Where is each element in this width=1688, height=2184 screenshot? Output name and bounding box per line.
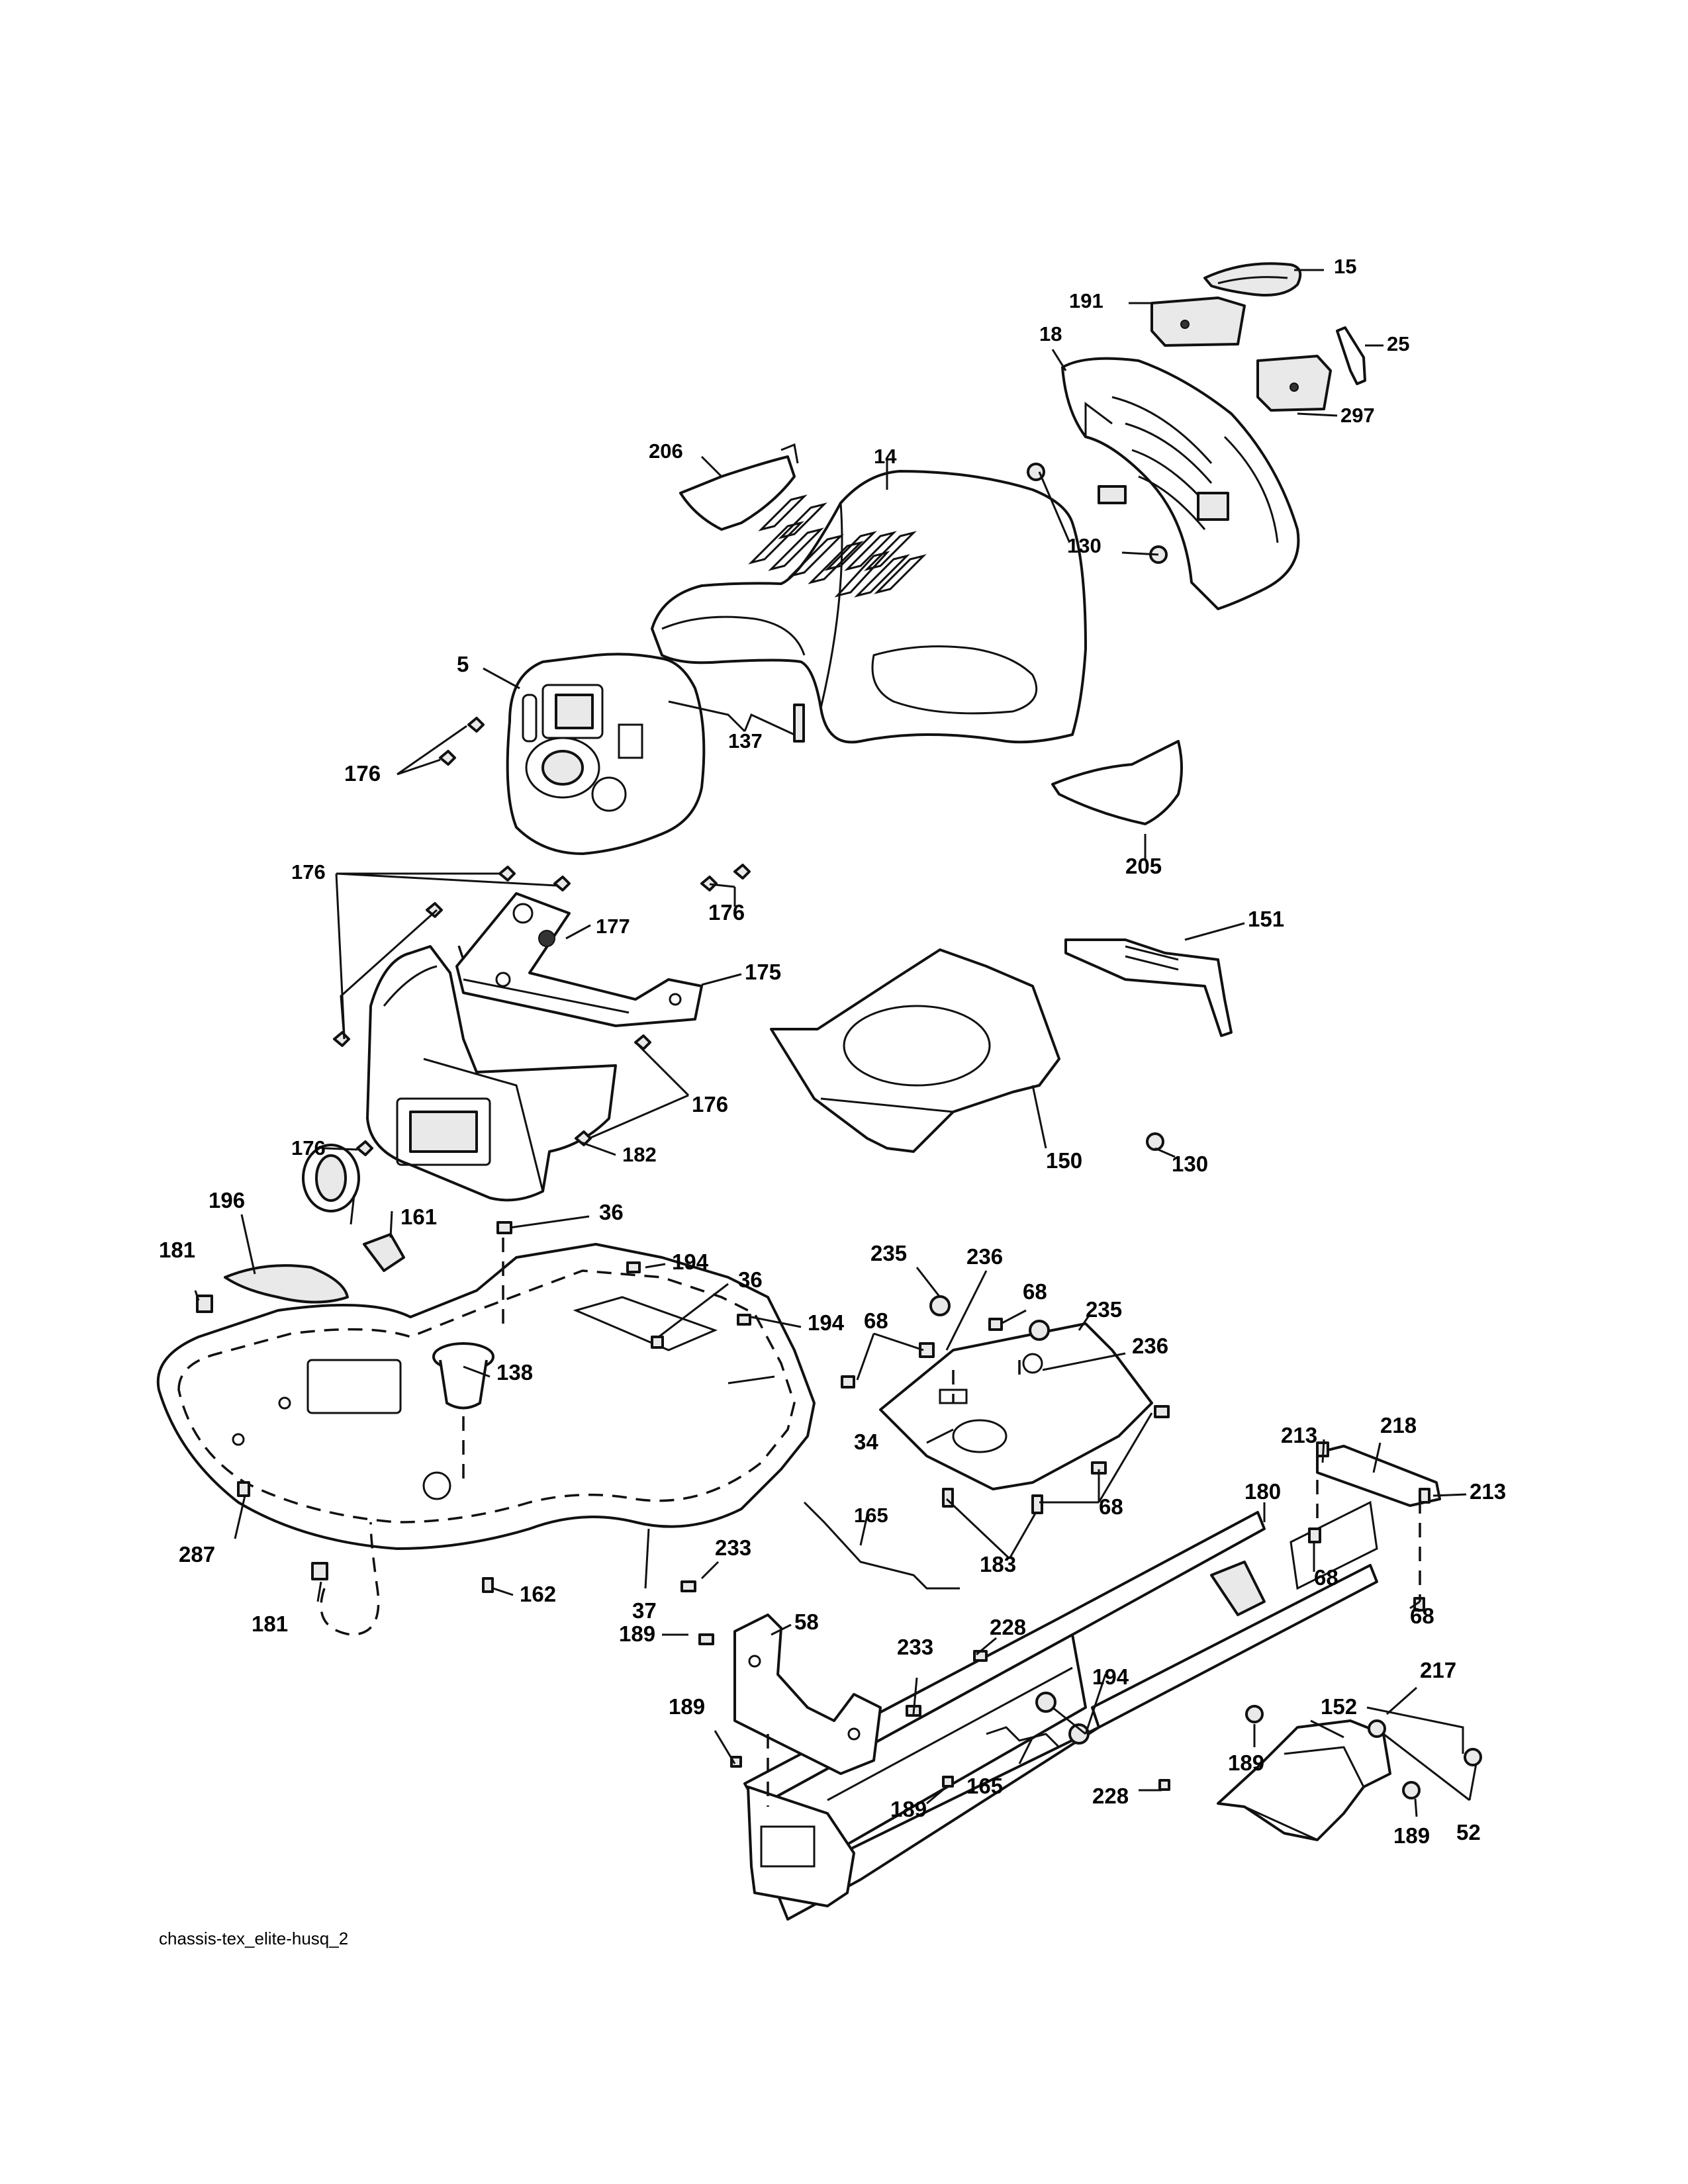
- callout-235: 235: [1086, 1297, 1122, 1322]
- callout-233: 233: [897, 1635, 933, 1659]
- part-175-steering-bracket: [455, 892, 703, 1027]
- part-196-foot-pad: [224, 1264, 349, 1304]
- callout-130: 130: [1067, 534, 1102, 557]
- callout-68: 68: [864, 1308, 888, 1333]
- callout-68: 68: [1023, 1279, 1047, 1304]
- callout-15: 15: [1334, 255, 1356, 278]
- leader-lines: [194, 269, 1477, 1817]
- callout-233: 233: [715, 1535, 751, 1560]
- callout-36: 36: [599, 1200, 624, 1224]
- hardware: [196, 463, 1482, 1799]
- callout-176: 176: [291, 1136, 326, 1160]
- part-206-hood-panel: [679, 443, 799, 531]
- part-151-wire-bracket: [1064, 938, 1233, 1037]
- callout-180: 180: [1244, 1479, 1281, 1504]
- callout-25: 25: [1387, 332, 1409, 355]
- part-205-hood-panel: [1051, 740, 1183, 825]
- callout-228: 228: [990, 1615, 1026, 1639]
- part-182-dash-frame: [366, 945, 617, 1202]
- part-34-pedal-plate: [879, 1322, 1153, 1490]
- callout-150: 150: [1046, 1148, 1082, 1173]
- callout-14: 14: [874, 445, 897, 468]
- part-14-hood: [651, 470, 1087, 744]
- part-218-bracket: [1316, 1445, 1441, 1507]
- callout-37: 37: [632, 1598, 657, 1623]
- callout-165: 165: [854, 1504, 888, 1527]
- callout-189: 189: [619, 1621, 655, 1646]
- part-297-bracket: [1256, 355, 1332, 412]
- part-152-shield: [1217, 1719, 1391, 1841]
- callout-labels: 15 191 25 18 297 14 206 130 5 137 176 205 176 176 177 1…: [159, 255, 1506, 1848]
- callout-183: 183: [980, 1552, 1016, 1576]
- callout-162: 162: [520, 1582, 556, 1606]
- callout-138: 138: [496, 1360, 533, 1385]
- callout-165: 165: [966, 1774, 1003, 1798]
- callout-175: 175: [745, 960, 781, 984]
- part-165-rod-lower: [986, 1726, 1060, 1749]
- part-165-rod-upper: [803, 1501, 960, 1590]
- callout-189: 189: [890, 1797, 927, 1821]
- callout-235: 235: [870, 1241, 907, 1265]
- callout-52: 52: [1456, 1820, 1481, 1844]
- part-25-clip: [1336, 326, 1366, 385]
- callout-228: 228: [1092, 1784, 1129, 1808]
- callout-152: 152: [1321, 1694, 1357, 1719]
- callout-189: 189: [1393, 1823, 1430, 1848]
- part-37-footrest: [156, 1243, 816, 1550]
- callout-161: 161: [400, 1205, 437, 1229]
- callout-68: 68: [1410, 1604, 1434, 1628]
- callout-205: 205: [1125, 854, 1162, 878]
- callout-213: 213: [1281, 1423, 1317, 1447]
- callout-206: 206: [649, 439, 683, 463]
- callout-189: 189: [1228, 1751, 1264, 1775]
- part-191-bracket: [1150, 296, 1246, 347]
- callout-297: 297: [1340, 404, 1375, 427]
- callout-176: 176: [708, 900, 745, 925]
- part-217-rod: [1366, 1706, 1464, 1754]
- callout-34: 34: [854, 1430, 878, 1454]
- callout-177: 177: [596, 915, 630, 938]
- callout-18: 18: [1039, 322, 1062, 345]
- callout-194: 194: [1092, 1664, 1129, 1689]
- callout-36: 36: [738, 1267, 763, 1292]
- callout-130: 130: [1172, 1152, 1208, 1176]
- part-58-bracket: [733, 1614, 882, 1775]
- callout-137: 137: [728, 729, 763, 752]
- callout-176: 176: [692, 1092, 728, 1116]
- callout-58: 58: [794, 1610, 819, 1634]
- dashed-guides: [320, 939, 1421, 1807]
- callout-176: 176: [291, 860, 326, 884]
- callout-196: 196: [209, 1188, 245, 1212]
- part-161-grommet: [302, 1144, 405, 1272]
- callout-287: 287: [179, 1542, 215, 1567]
- part-18-grille: [1061, 357, 1300, 610]
- callout-194: 194: [672, 1250, 709, 1274]
- callout-194: 194: [808, 1310, 845, 1335]
- callout-181: 181: [252, 1612, 288, 1636]
- diagram-caption: chassis-tex_elite-husq_2: [159, 1929, 348, 1948]
- part-15-headlight-lens: [1203, 262, 1302, 296]
- part-5-dash-panel: [506, 653, 706, 855]
- callout-236: 236: [966, 1244, 1003, 1269]
- callout-181: 181: [159, 1238, 195, 1262]
- callout-191: 191: [1069, 289, 1103, 312]
- callout-189: 189: [669, 1694, 705, 1719]
- callout-213: 213: [1470, 1479, 1506, 1504]
- callout-68: 68: [1314, 1565, 1338, 1590]
- callout-151: 151: [1248, 907, 1284, 931]
- part-150-heat-shield: [770, 948, 1060, 1153]
- callout-5: 5: [457, 652, 469, 676]
- callout-68: 68: [1099, 1494, 1123, 1519]
- callout-218: 218: [1380, 1413, 1417, 1437]
- callout-236: 236: [1132, 1334, 1168, 1358]
- part-180-frame: [743, 1500, 1378, 1921]
- callout-182: 182: [622, 1143, 657, 1166]
- callout-176: 176: [344, 761, 381, 786]
- callout-217: 217: [1420, 1658, 1456, 1682]
